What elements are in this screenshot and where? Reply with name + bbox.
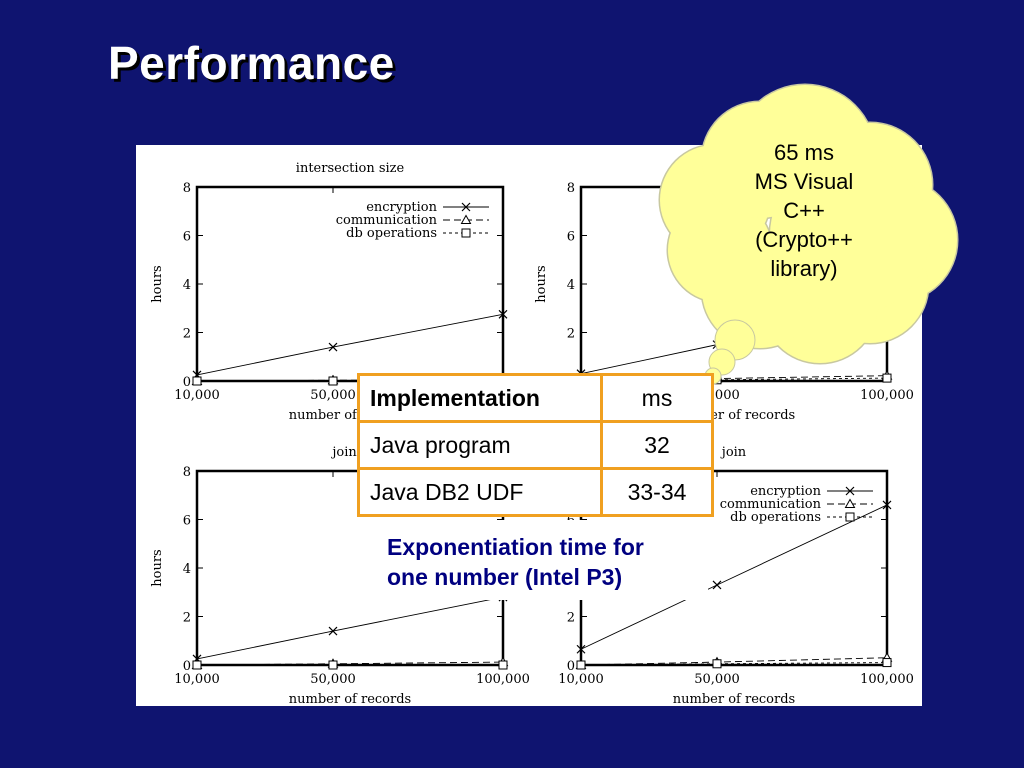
table-caption: Exponentiation time for one number (Inte… bbox=[357, 520, 708, 600]
x-tick-label: 50,000 bbox=[694, 672, 740, 687]
point-legend-communication bbox=[844, 498, 856, 508]
point-db-operations bbox=[882, 658, 892, 668]
y-tick-label: 6 bbox=[183, 230, 191, 245]
x-tick-label: 10,000 bbox=[174, 672, 220, 687]
point-db-operations bbox=[882, 373, 892, 383]
x-tick-label: 100,000 bbox=[476, 672, 530, 687]
caption-line: Exponentiation time for bbox=[387, 534, 644, 560]
series-line-encryption bbox=[196, 596, 504, 660]
series-line-encryption bbox=[580, 310, 888, 375]
chart-title: join bbox=[720, 445, 747, 460]
y-tick-label: 8 bbox=[567, 181, 575, 196]
point-legend-encryption bbox=[845, 486, 855, 496]
callout-text: 65 ms MS Visual C++ (Crypto++ library) bbox=[720, 138, 888, 283]
caption-line: one number (Intel P3) bbox=[387, 564, 623, 590]
point-db-operations bbox=[328, 660, 338, 670]
x-tick-label: 10,000 bbox=[174, 388, 220, 403]
callout-line: C++ bbox=[783, 198, 825, 223]
point-legend-communication bbox=[460, 214, 472, 224]
slide-title: Performance bbox=[108, 37, 395, 89]
y-axis-label: hours bbox=[150, 549, 165, 586]
point-db-operations bbox=[576, 660, 586, 670]
y-tick-label: 8 bbox=[183, 181, 191, 196]
point-legend-encryption bbox=[461, 202, 471, 212]
x-tick-label: 10,000 bbox=[558, 672, 604, 687]
header-ms: ms bbox=[600, 373, 714, 423]
point-encryption bbox=[498, 309, 508, 319]
point-encryption bbox=[712, 340, 722, 350]
point-legend-db-operations bbox=[845, 512, 855, 522]
callout-line: 65 ms bbox=[774, 140, 834, 165]
legend-label: db operations bbox=[730, 510, 821, 525]
legend-label: encryption bbox=[366, 200, 437, 215]
legend-label: communication bbox=[720, 497, 822, 512]
legend-label: communication bbox=[336, 213, 438, 228]
point-legend-db-operations bbox=[461, 228, 471, 238]
x-axis-label: number of records bbox=[673, 692, 795, 706]
point-db-operations bbox=[712, 375, 722, 385]
series-line-encryption bbox=[196, 313, 504, 376]
header-implementation: Implementation bbox=[357, 373, 603, 423]
cell-ms: 32 bbox=[600, 420, 714, 470]
point-db-operations bbox=[328, 376, 338, 386]
implementation-table: Implementation ms Java program 32 Java D… bbox=[357, 373, 714, 517]
table-row: Java DB2 UDF 33-34 bbox=[357, 467, 714, 517]
y-tick-label: 4 bbox=[183, 278, 191, 293]
x-tick-label: 100,000 bbox=[860, 672, 914, 687]
point-db-operations bbox=[192, 376, 202, 386]
point-encryption bbox=[712, 580, 722, 590]
callout-line: library) bbox=[770, 256, 838, 281]
point-encryption bbox=[328, 626, 338, 636]
callout-line: (Crypto++ bbox=[755, 227, 853, 252]
x-tick-label: 100,000 bbox=[860, 388, 914, 403]
table-row: Java program 32 bbox=[357, 420, 714, 470]
x-tick-label: 50,000 bbox=[310, 388, 356, 403]
y-tick-label: 6 bbox=[183, 514, 191, 529]
point-encryption bbox=[328, 342, 338, 352]
legend-label: db operations bbox=[346, 226, 437, 241]
table-header-row: Implementation ms bbox=[357, 373, 714, 423]
cell-implementation: Java program bbox=[357, 420, 603, 470]
point-encryption bbox=[576, 644, 586, 654]
y-axis-label: hours bbox=[534, 265, 549, 302]
y-tick-label: 4 bbox=[183, 562, 191, 577]
y-tick-label: 4 bbox=[567, 278, 575, 293]
cell-ms: 33-34 bbox=[600, 467, 714, 517]
x-axis-label: number of records bbox=[289, 692, 411, 706]
y-tick-label: 2 bbox=[567, 327, 575, 342]
x-tick-label: 50,000 bbox=[310, 672, 356, 687]
point-db-operations bbox=[498, 660, 508, 670]
point-encryption bbox=[882, 500, 892, 510]
y-tick-label: 0 bbox=[183, 659, 191, 674]
callout-line: MS Visual bbox=[754, 169, 854, 194]
point-db-operations bbox=[192, 660, 202, 670]
legend-label: encryption bbox=[750, 484, 821, 499]
y-tick-label: 6 bbox=[567, 230, 575, 245]
y-tick-label: 2 bbox=[183, 327, 191, 342]
y-tick-label: 2 bbox=[183, 611, 191, 626]
y-tick-label: 0 bbox=[183, 375, 191, 390]
y-axis-label: hours bbox=[150, 265, 165, 302]
cell-implementation: Java DB2 UDF bbox=[357, 467, 603, 517]
y-tick-label: 0 bbox=[567, 659, 575, 674]
y-tick-label: 2 bbox=[567, 611, 575, 626]
point-db-operations bbox=[712, 659, 722, 669]
y-tick-label: 8 bbox=[183, 465, 191, 480]
chart-title: intersection size bbox=[296, 161, 405, 176]
